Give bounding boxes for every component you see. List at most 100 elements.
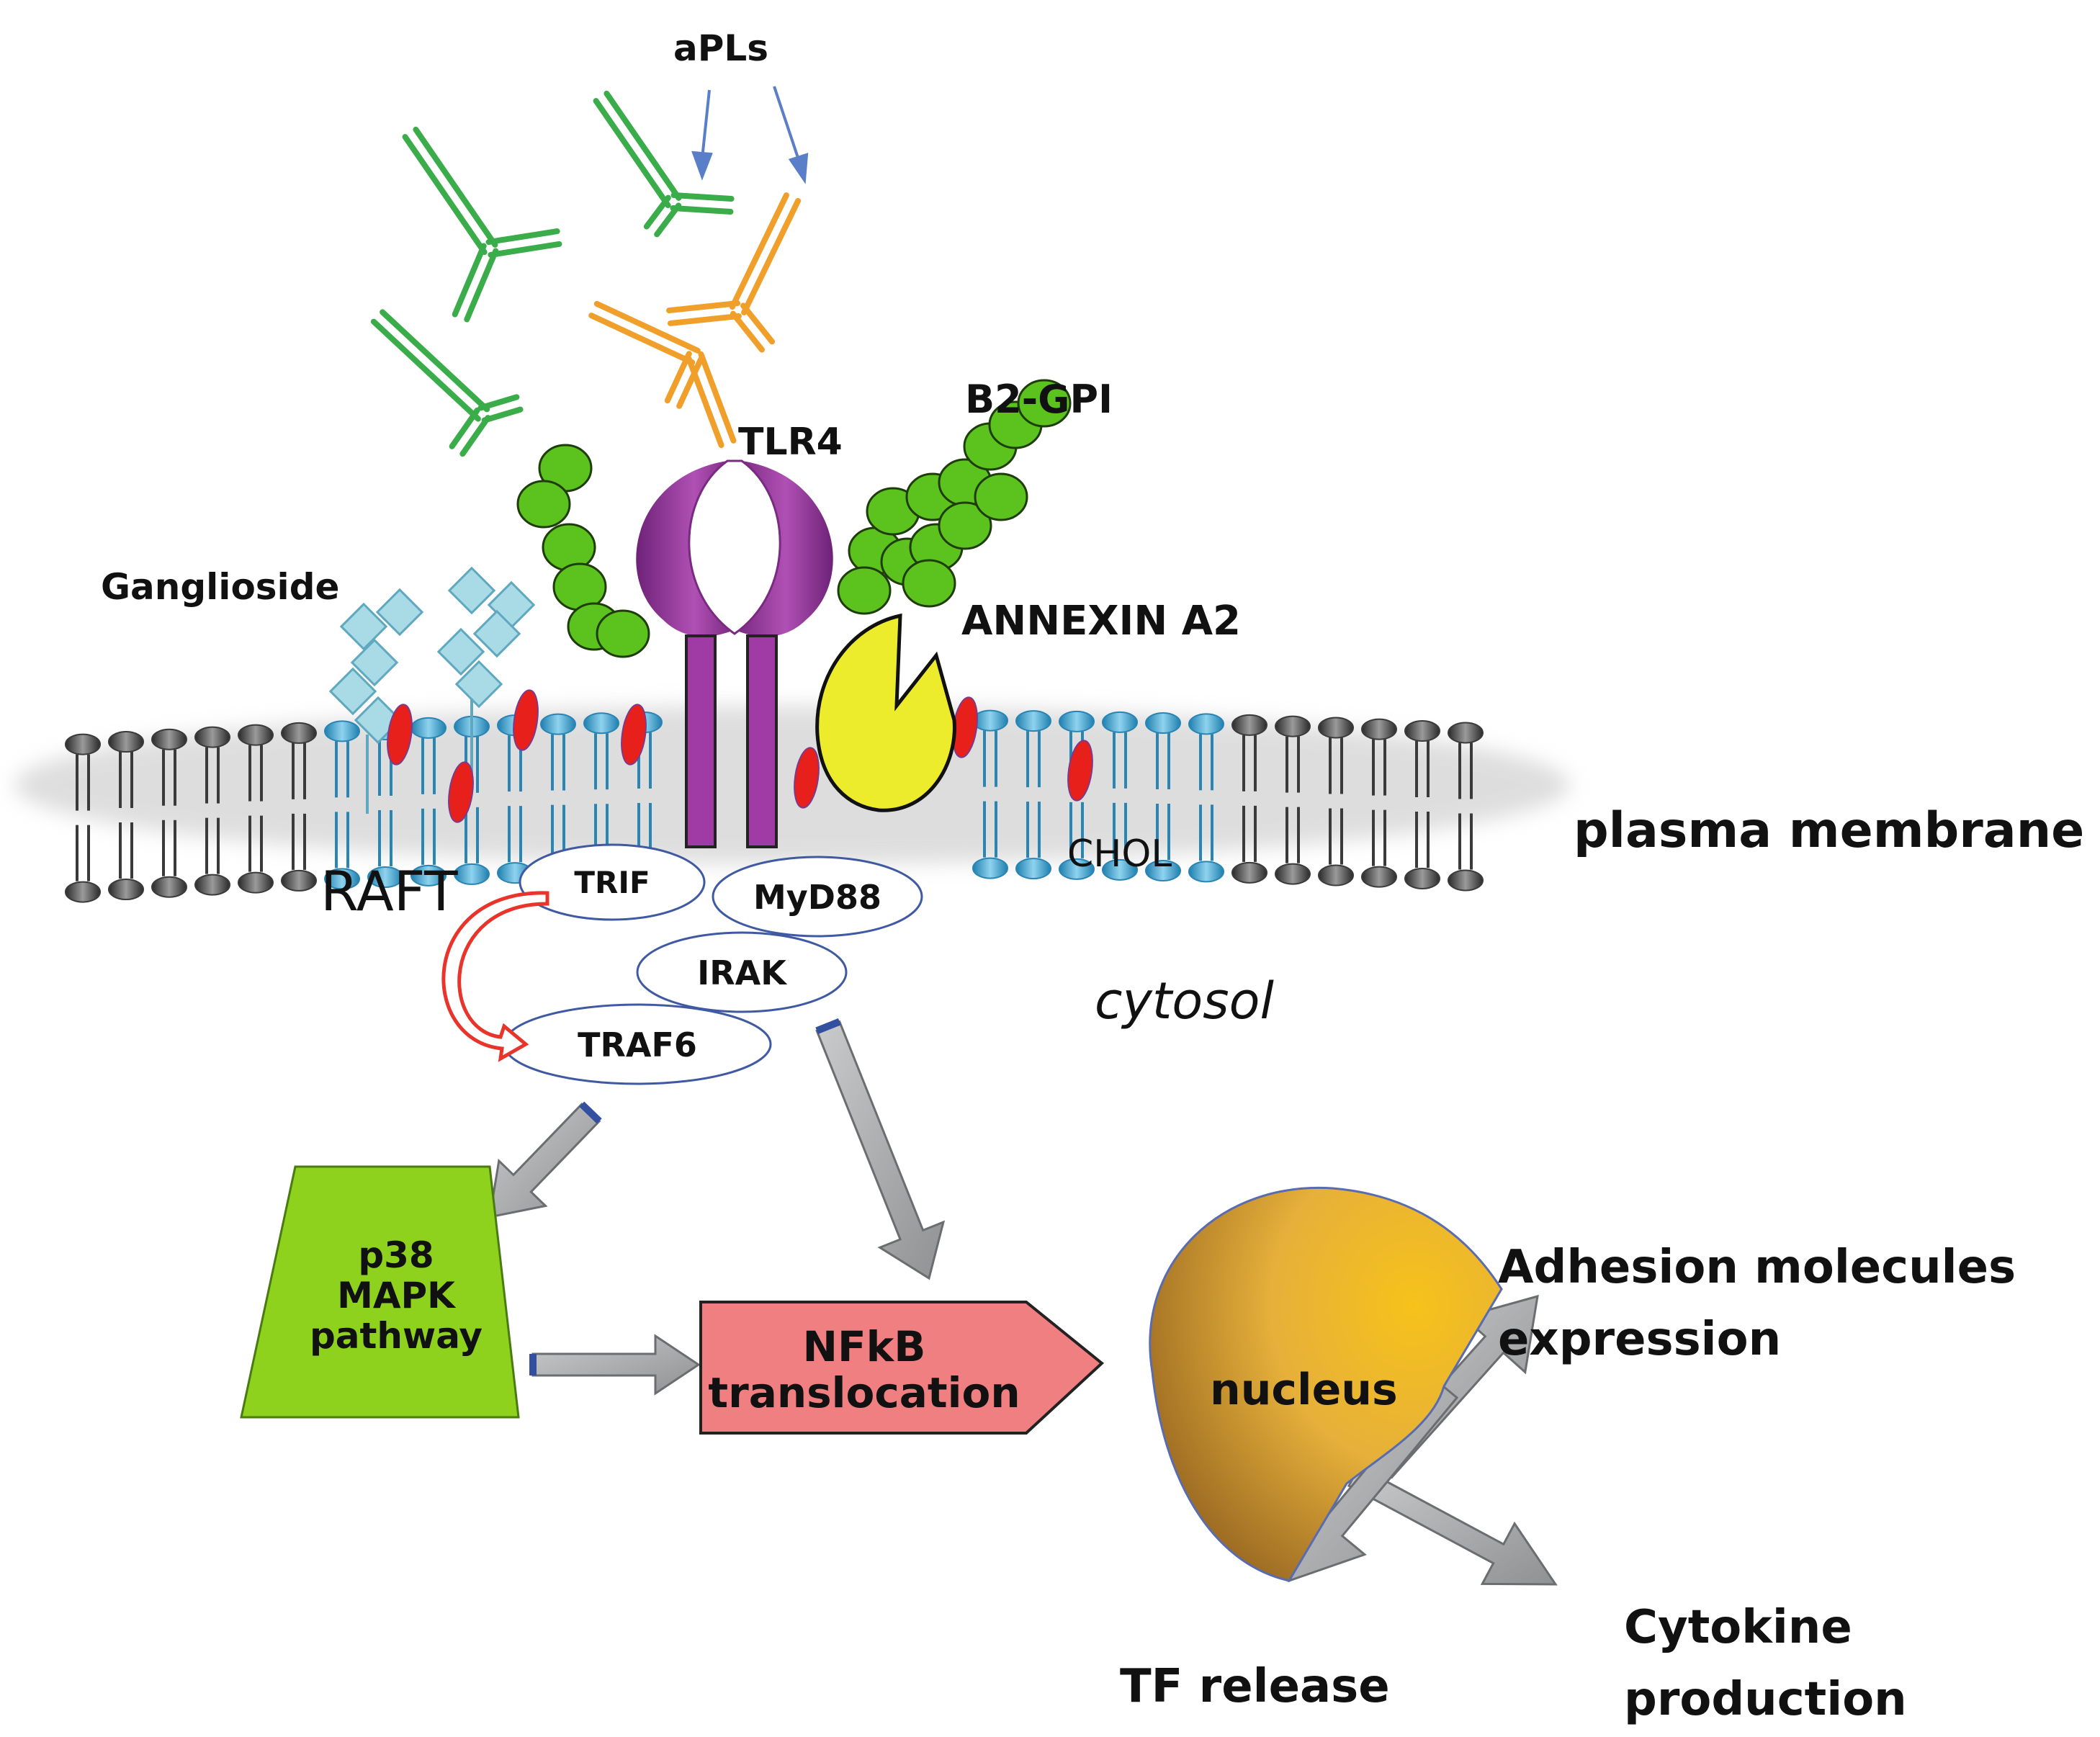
antibody bbox=[666, 192, 802, 353]
lipid-head-bottom bbox=[367, 866, 403, 889]
lipid-molecule bbox=[1102, 711, 1138, 881]
lipid-head-bottom bbox=[410, 864, 447, 887]
ganglioside-unit bbox=[454, 660, 503, 709]
irak-ellipse bbox=[636, 931, 848, 1013]
lipid-molecule bbox=[1318, 717, 1354, 887]
cholesterol-molecule bbox=[387, 704, 413, 766]
lipid-molecule bbox=[324, 720, 360, 890]
lipid-head-bottom bbox=[972, 857, 1008, 879]
lipid-head-top bbox=[65, 733, 101, 755]
ganglioside-unit bbox=[375, 588, 424, 637]
arrow-cap bbox=[815, 1018, 841, 1034]
b2gpi-bead bbox=[516, 480, 571, 529]
trif-ellipse bbox=[519, 843, 706, 921]
antibody bbox=[588, 300, 737, 449]
lipid-head-bottom bbox=[1059, 858, 1095, 880]
lipid-head-bottom bbox=[1145, 860, 1181, 882]
lipid-head-top bbox=[540, 713, 576, 735]
nucleus-label: nucleus bbox=[1210, 1365, 1398, 1415]
chol-label: CHOL bbox=[1067, 832, 1172, 876]
b2gpi-bead bbox=[837, 566, 892, 615]
lipid-head-top bbox=[410, 717, 447, 739]
lipid-head-top bbox=[108, 731, 144, 753]
cytosol-label: cytosol bbox=[1095, 971, 1274, 1031]
nucleus-shape bbox=[1149, 1186, 1503, 1582]
adaptor-ellipses bbox=[503, 843, 923, 1085]
ganglioside-unit bbox=[328, 667, 377, 716]
lipid-head-top bbox=[324, 720, 360, 742]
lipid-head-top bbox=[1448, 722, 1484, 744]
adhesion-label: Adhesion molecules expression bbox=[1498, 1231, 2016, 1375]
lipid-molecule bbox=[1188, 713, 1224, 883]
b2gpi-bead bbox=[596, 609, 650, 658]
b2gpi-bead bbox=[938, 501, 992, 550]
lipid-head-bottom bbox=[194, 874, 230, 896]
lipid-head-bottom bbox=[1404, 867, 1440, 889]
antibody-group bbox=[370, 90, 802, 457]
lipid-molecule bbox=[1275, 715, 1311, 885]
myd88-ellipse bbox=[712, 856, 923, 938]
lipid-head-bottom bbox=[1102, 858, 1138, 881]
tf-release-label: TF release bbox=[1120, 1660, 1390, 1713]
lipid-molecule bbox=[194, 726, 230, 896]
lipid-head-top bbox=[1188, 713, 1224, 735]
ganglioside-unit bbox=[339, 602, 388, 651]
lipid-head-bottom bbox=[1448, 869, 1484, 892]
antibody bbox=[593, 90, 735, 238]
myd88-label: MyD88 bbox=[753, 878, 881, 917]
arrow-cap bbox=[579, 1101, 602, 1124]
lipid-head-top bbox=[151, 728, 187, 750]
lipid-head-top bbox=[1102, 711, 1138, 733]
b2gpi-beads bbox=[516, 379, 1072, 658]
p38-label: p38 MAPK pathway bbox=[288, 1235, 504, 1356]
b2gpi-bead bbox=[542, 523, 596, 572]
cholesterol-molecule bbox=[794, 747, 820, 809]
irak-to-nfkb-arrow bbox=[815, 1018, 946, 1280]
p38-line-3: pathway bbox=[309, 1315, 483, 1357]
b2gpi-bead bbox=[974, 472, 1028, 521]
ganglioside-unit bbox=[447, 566, 496, 615]
nfkb-line-2: translocation bbox=[708, 1368, 1020, 1417]
p38-line-1: p38 bbox=[358, 1234, 434, 1276]
lipid-molecule bbox=[1015, 710, 1051, 880]
irak-label: IRAK bbox=[697, 953, 786, 992]
b2gpi-label: B2-GPI bbox=[965, 377, 1113, 422]
lipid-head-bottom bbox=[454, 863, 490, 885]
lipid-head-top bbox=[1145, 712, 1181, 735]
cholesterol-molecule bbox=[1067, 740, 1093, 802]
ganglioside-unit bbox=[472, 609, 521, 658]
lipid-molecule bbox=[1231, 714, 1267, 884]
cytokine-line-2: production bbox=[1624, 1673, 1907, 1726]
cytokine-line-1: Cytokine bbox=[1624, 1601, 1852, 1654]
lipid-head-bottom bbox=[1015, 858, 1051, 880]
cholesterol-molecule bbox=[448, 761, 474, 823]
lipid-head-top bbox=[238, 724, 274, 746]
ganglioside-label: Ganglioside bbox=[101, 566, 340, 608]
lipid-head-bottom bbox=[1188, 861, 1224, 883]
lipid-head-bottom bbox=[151, 876, 187, 898]
tlr4-label: TLR4 bbox=[738, 421, 843, 464]
nfkb-line-1: NFkB bbox=[802, 1322, 926, 1371]
traf6-label: TRAF6 bbox=[578, 1025, 697, 1064]
p38-mapk-box bbox=[240, 1165, 520, 1419]
lipid-head-top bbox=[1275, 715, 1311, 737]
lipid-molecule bbox=[65, 733, 101, 903]
lipid-head-top bbox=[194, 726, 230, 748]
lipid-head-top bbox=[583, 712, 619, 735]
pathway-arrows bbox=[488, 1018, 1558, 1586]
lipid-head-top bbox=[1059, 710, 1095, 732]
annexin-label: ANNEXIN A2 bbox=[961, 598, 1242, 645]
lipid-head-top bbox=[1318, 717, 1354, 739]
lipid-head-bottom bbox=[238, 871, 274, 894]
lipid-head-top bbox=[1015, 710, 1051, 732]
trif-to-traf6-arrow bbox=[441, 891, 549, 1062]
apls-arrows bbox=[691, 86, 809, 184]
cholesterol-molecule bbox=[621, 704, 647, 766]
lipid-head-bottom bbox=[1318, 864, 1354, 887]
lipid-molecule bbox=[1145, 712, 1181, 882]
plasma-membrane-label: plasma membrane bbox=[1574, 802, 2085, 859]
p38-to-nfkb-arrow bbox=[529, 1334, 701, 1396]
cholesterol-molecule bbox=[513, 689, 539, 751]
lipid-molecule bbox=[1404, 719, 1440, 889]
